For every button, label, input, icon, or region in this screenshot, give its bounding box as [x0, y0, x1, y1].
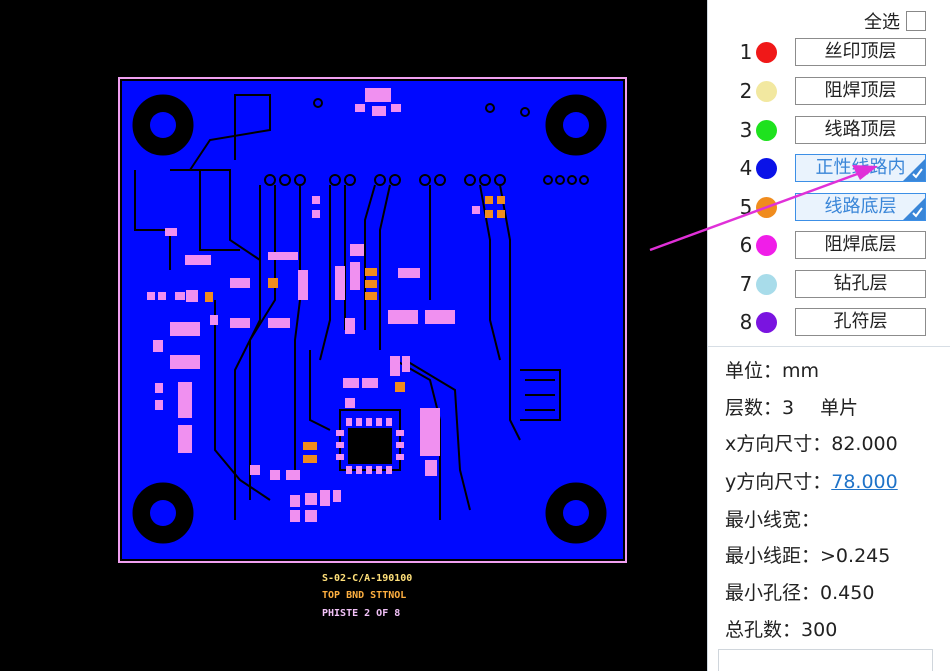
layer-label: 阻焊顶层 — [824, 80, 897, 101]
layer-color-dot — [756, 158, 777, 179]
bottom-input-box[interactable] — [718, 649, 933, 671]
layer-row-2[interactable]: 2 阻焊顶层 — [708, 77, 950, 107]
board-marking-line-2: TOP BND STTNOL — [322, 590, 406, 601]
layer-color-dot — [756, 197, 777, 218]
divider — [708, 346, 950, 347]
checked-corner-icon — [903, 198, 925, 220]
info-hole-count: 总孔数：300 — [725, 619, 838, 641]
pcb-viewer[interactable]: S-02-C/A-190100 TOP BND STTNOL PHISTE 2 … — [0, 0, 707, 671]
layer-toggle-button[interactable]: 阻焊顶层 — [795, 77, 926, 105]
layer-number: 1 — [739, 40, 753, 64]
select-all-label: 全选 — [864, 12, 900, 33]
layer-row-6[interactable]: 6 阻焊底层 — [708, 231, 950, 261]
pcb-pads — [147, 88, 480, 522]
info-min-space: 最小线距：>0.245 — [725, 545, 891, 567]
pcb-bottom-pads — [205, 196, 505, 463]
layer-number: 5 — [739, 195, 753, 219]
layer-label: 孔符层 — [833, 311, 888, 332]
layer-number: 6 — [739, 233, 753, 257]
layer-label: 正性线路内 — [815, 157, 906, 178]
layer-toggle-button[interactable]: 孔符层 — [795, 308, 926, 336]
layer-label: 线路底层 — [824, 196, 897, 217]
layer-label: 钻孔层 — [833, 273, 888, 294]
pcb-canvas[interactable]: S-02-C/A-190100 TOP BND STTNOL PHISTE 2 … — [0, 0, 707, 671]
pcb-traces — [134, 94, 561, 520]
layer-row-7[interactable]: 7 钻孔层 — [708, 270, 950, 300]
select-all[interactable]: 全选 — [864, 8, 926, 34]
qfp-chip — [336, 418, 404, 474]
layer-row-8[interactable]: 8 孔符层 — [708, 308, 950, 338]
layer-color-dot — [756, 312, 777, 333]
layer-row-5[interactable]: 5 线路底层 — [708, 193, 950, 223]
info-min-width: 最小线宽： — [725, 509, 821, 531]
layer-number: 3 — [739, 118, 753, 142]
layer-toggle-button[interactable]: 丝印顶层 — [795, 38, 926, 66]
info-unit: 单位：mm — [725, 360, 820, 382]
select-all-checkbox[interactable] — [906, 11, 926, 31]
board-marking-line-3: PHISTE 2 OF 8 — [322, 608, 400, 619]
layer-label: 阻焊底层 — [824, 234, 897, 255]
layer-row-4[interactable]: 4 正性线路内 — [708, 154, 950, 184]
layer-toggle-button[interactable]: 线路顶层 — [795, 116, 926, 144]
layer-panel: 全选 1 丝印顶层 2 阻焊顶层 3 线路顶层 4 正性线路内 5 线路底层 6 阻焊底层 7 钻孔层 8 孔… — [707, 0, 950, 671]
layer-color-dot — [756, 120, 777, 141]
layer-toggle-button[interactable]: 线路底层 — [795, 193, 926, 221]
checked-corner-icon — [903, 159, 925, 181]
board-markings: S-02-C/A-190100 TOP BND STTNOL PHISTE 2 … — [322, 573, 412, 619]
info-x-size: x方向尺寸：82.000 — [725, 433, 898, 455]
layer-number: 7 — [739, 272, 753, 296]
y-size-link[interactable]: 78.000 — [831, 471, 898, 493]
board-copper — [122, 81, 623, 559]
layer-toggle-button[interactable]: 钻孔层 — [795, 270, 926, 298]
layer-row-3[interactable]: 3 线路顶层 — [708, 116, 950, 146]
layer-toggle-button[interactable]: 阻焊底层 — [795, 231, 926, 259]
layer-color-dot — [756, 274, 777, 295]
info-min-hole: 最小孔径：0.450 — [725, 582, 875, 604]
layer-color-dot — [756, 235, 777, 256]
layer-number: 8 — [739, 310, 753, 334]
layer-toggle-button[interactable]: 正性线路内 — [795, 154, 926, 182]
layer-label: 线路顶层 — [824, 119, 897, 140]
board-marking-line-1: S-02-C/A-190100 — [322, 573, 412, 584]
layer-number: 4 — [739, 156, 753, 180]
info-y-size: y方向尺寸：78.000 — [725, 471, 898, 493]
layer-color-dot — [756, 81, 777, 102]
layer-color-dot — [756, 42, 777, 63]
layer-label: 丝印顶层 — [824, 41, 897, 62]
layer-row-1[interactable]: 1 丝印顶层 — [708, 38, 950, 68]
layer-number: 2 — [739, 79, 753, 103]
board-outline — [118, 77, 627, 563]
